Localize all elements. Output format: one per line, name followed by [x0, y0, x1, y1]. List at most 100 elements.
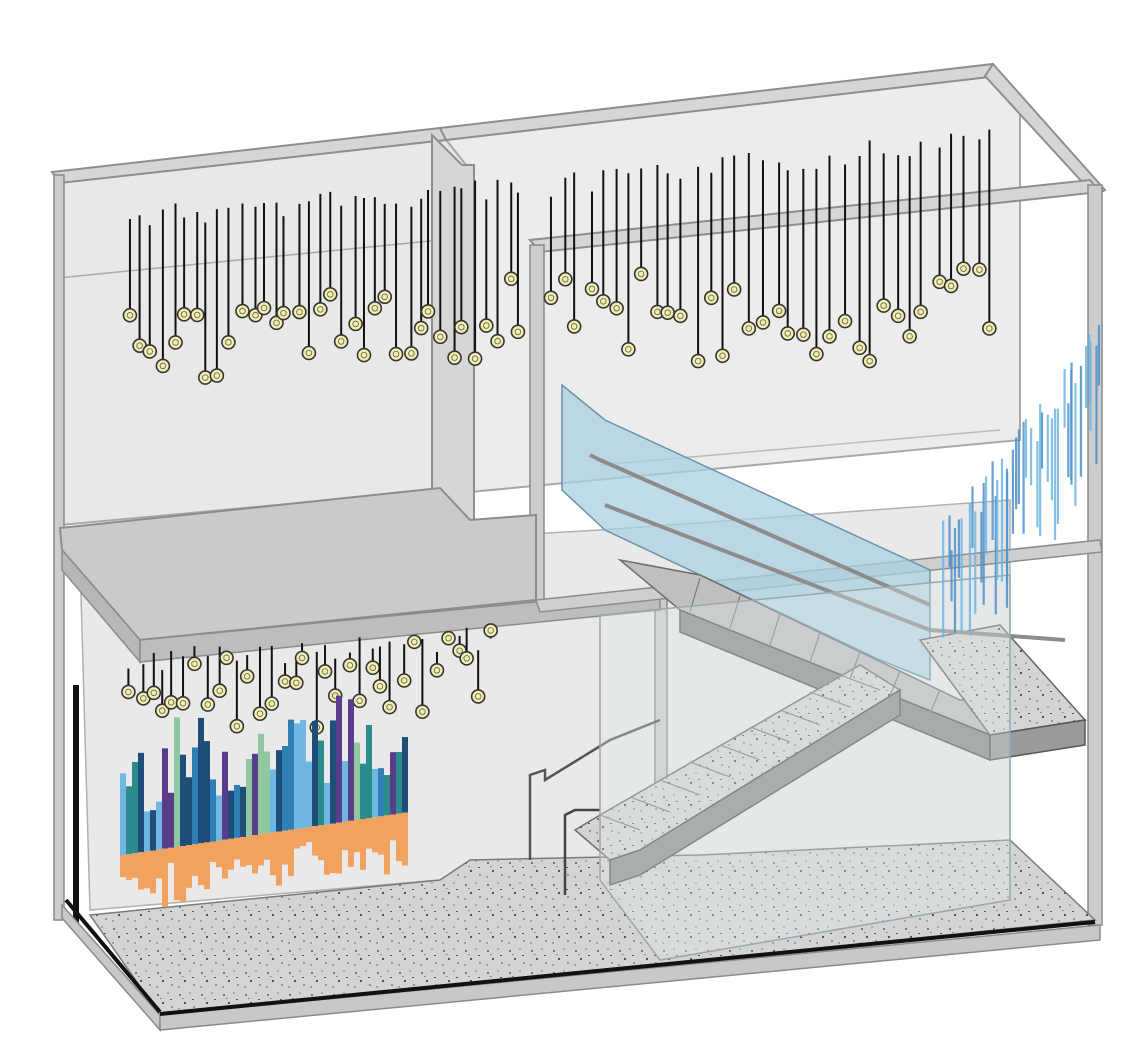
wall-art-bar: [258, 733, 264, 866]
pendant-light-icon: [221, 207, 236, 350]
pendant-light-icon: [726, 155, 742, 297]
wall-art-bar: [174, 717, 180, 901]
pendant-light-icon: [633, 168, 649, 282]
wall-art-bar: [222, 751, 228, 879]
pendant-light-icon: [269, 202, 284, 331]
wall-art-bar: [180, 754, 186, 903]
pendant-light-icon: [413, 198, 429, 336]
pendant-light-icon: [317, 645, 333, 679]
wall-art-bar: [162, 748, 168, 907]
pendant-light-icon: [459, 627, 474, 666]
post-front-left-dark: [73, 685, 79, 925]
pendant-light-icon: [277, 663, 293, 689]
wall-art-bar: [204, 741, 210, 890]
pendant-light-icon: [982, 129, 997, 336]
pendant-light-icon: [367, 197, 383, 316]
wall-art-bar: [306, 761, 312, 843]
handrail-upper: [589, 453, 931, 607]
pendant-light-icon: [771, 162, 787, 319]
wall-art-bar: [378, 768, 384, 855]
pendant-light-icon: [432, 190, 448, 345]
wall-art-bar: [234, 784, 240, 860]
pendant-light-icon: [715, 157, 730, 364]
wall-art-bar: [252, 753, 258, 874]
pendant-light-icon: [382, 641, 397, 715]
pendant-light-icon: [198, 222, 213, 385]
pendant-light-icon: [876, 153, 891, 313]
pendant-light-icon: [809, 168, 824, 362]
pendant-light-icon: [132, 215, 147, 353]
pendant-cluster-lower-left: [121, 623, 498, 735]
pendant-light-icon: [264, 645, 280, 711]
pendant-light-icon: [122, 219, 138, 323]
pendant-light-icon: [322, 191, 338, 302]
lower-stair-treads: [599, 674, 881, 831]
ground-floor: [61, 839, 1101, 1032]
floor-black-edge-left: [64, 898, 162, 1014]
wall-art-bar: [270, 769, 276, 876]
pendant-light-icon: [621, 173, 636, 357]
wall-art-bar: [288, 719, 294, 876]
pendant-light-icon: [890, 155, 906, 324]
pendant-light-icon: [377, 203, 393, 305]
pendant-light-icon: [168, 203, 183, 350]
wall-art-bar: [354, 742, 360, 853]
glass-enclosure-lower: [599, 574, 1011, 961]
pendant-light-icon: [454, 188, 469, 335]
pendant-light-icon: [252, 646, 268, 722]
pendant-light-icon: [595, 170, 611, 309]
pendant-light-icon: [163, 651, 179, 710]
handrail-lower-post: [563, 808, 600, 895]
pendant-light-icon: [780, 170, 796, 341]
pendant-light-icon: [136, 664, 151, 706]
pendant-light-icon: [209, 209, 225, 383]
pendant-light-icon: [690, 166, 706, 369]
pendant-light-icon: [704, 172, 719, 306]
lower-stair-stringer: [609, 688, 901, 887]
wall-art-bar: [402, 737, 408, 866]
pendant-light-icon: [187, 646, 202, 672]
wall-art-bar: [342, 761, 348, 851]
pendant-light-icon: [372, 646, 388, 694]
pendant-light-icon: [388, 203, 404, 362]
pendant-light-icon: [490, 179, 505, 349]
wall-art-bar: [330, 720, 336, 873]
pendant-light-icon: [313, 193, 328, 317]
mezzanine-slab-face: [139, 589, 661, 663]
pendant-light-icon: [235, 203, 250, 319]
wall-art-bar: [396, 751, 402, 862]
pendant-light-icon: [342, 652, 358, 673]
wall-art-bar: [360, 763, 366, 870]
pendant-light-icon: [142, 225, 158, 359]
pendant-light-icon: [796, 168, 811, 342]
pendant-light-icon: [673, 178, 688, 324]
pendant-light-icon: [510, 192, 526, 340]
wall-art-bar: [300, 719, 306, 847]
wall-art-bar: [384, 775, 390, 875]
pendant-light-icon: [441, 630, 456, 646]
pendant-light-icon: [609, 169, 624, 316]
pendant-light-icon: [189, 212, 205, 323]
pendant-light-icon: [239, 655, 255, 684]
pendant-light-icon: [176, 217, 192, 322]
wall-art-bar: [246, 758, 252, 866]
pendant-light-icon: [467, 180, 483, 366]
pendant-light-icon: [229, 660, 245, 734]
pendant-light-icon: [741, 153, 757, 336]
wall-art-bar: [294, 723, 300, 849]
pendant-light-icon: [822, 155, 837, 344]
left-back-wall: [53, 130, 471, 527]
pendant-light-icon: [212, 646, 227, 699]
wall-art-bar: [372, 768, 378, 853]
wall-art-bar: [120, 773, 126, 878]
pendant-light-icon: [447, 186, 462, 365]
wall-art-bar: [192, 747, 198, 876]
pendant-light-icon: [146, 652, 162, 701]
handrail-upper-2: [604, 503, 1066, 642]
pendant-light-icon: [396, 644, 412, 688]
pendant-light-icon: [470, 650, 486, 704]
wall-art-bar: [318, 740, 324, 861]
pendant-light-icon: [862, 140, 877, 369]
pendant-light-icon: [415, 638, 430, 719]
pendant-light-icon: [566, 172, 582, 334]
